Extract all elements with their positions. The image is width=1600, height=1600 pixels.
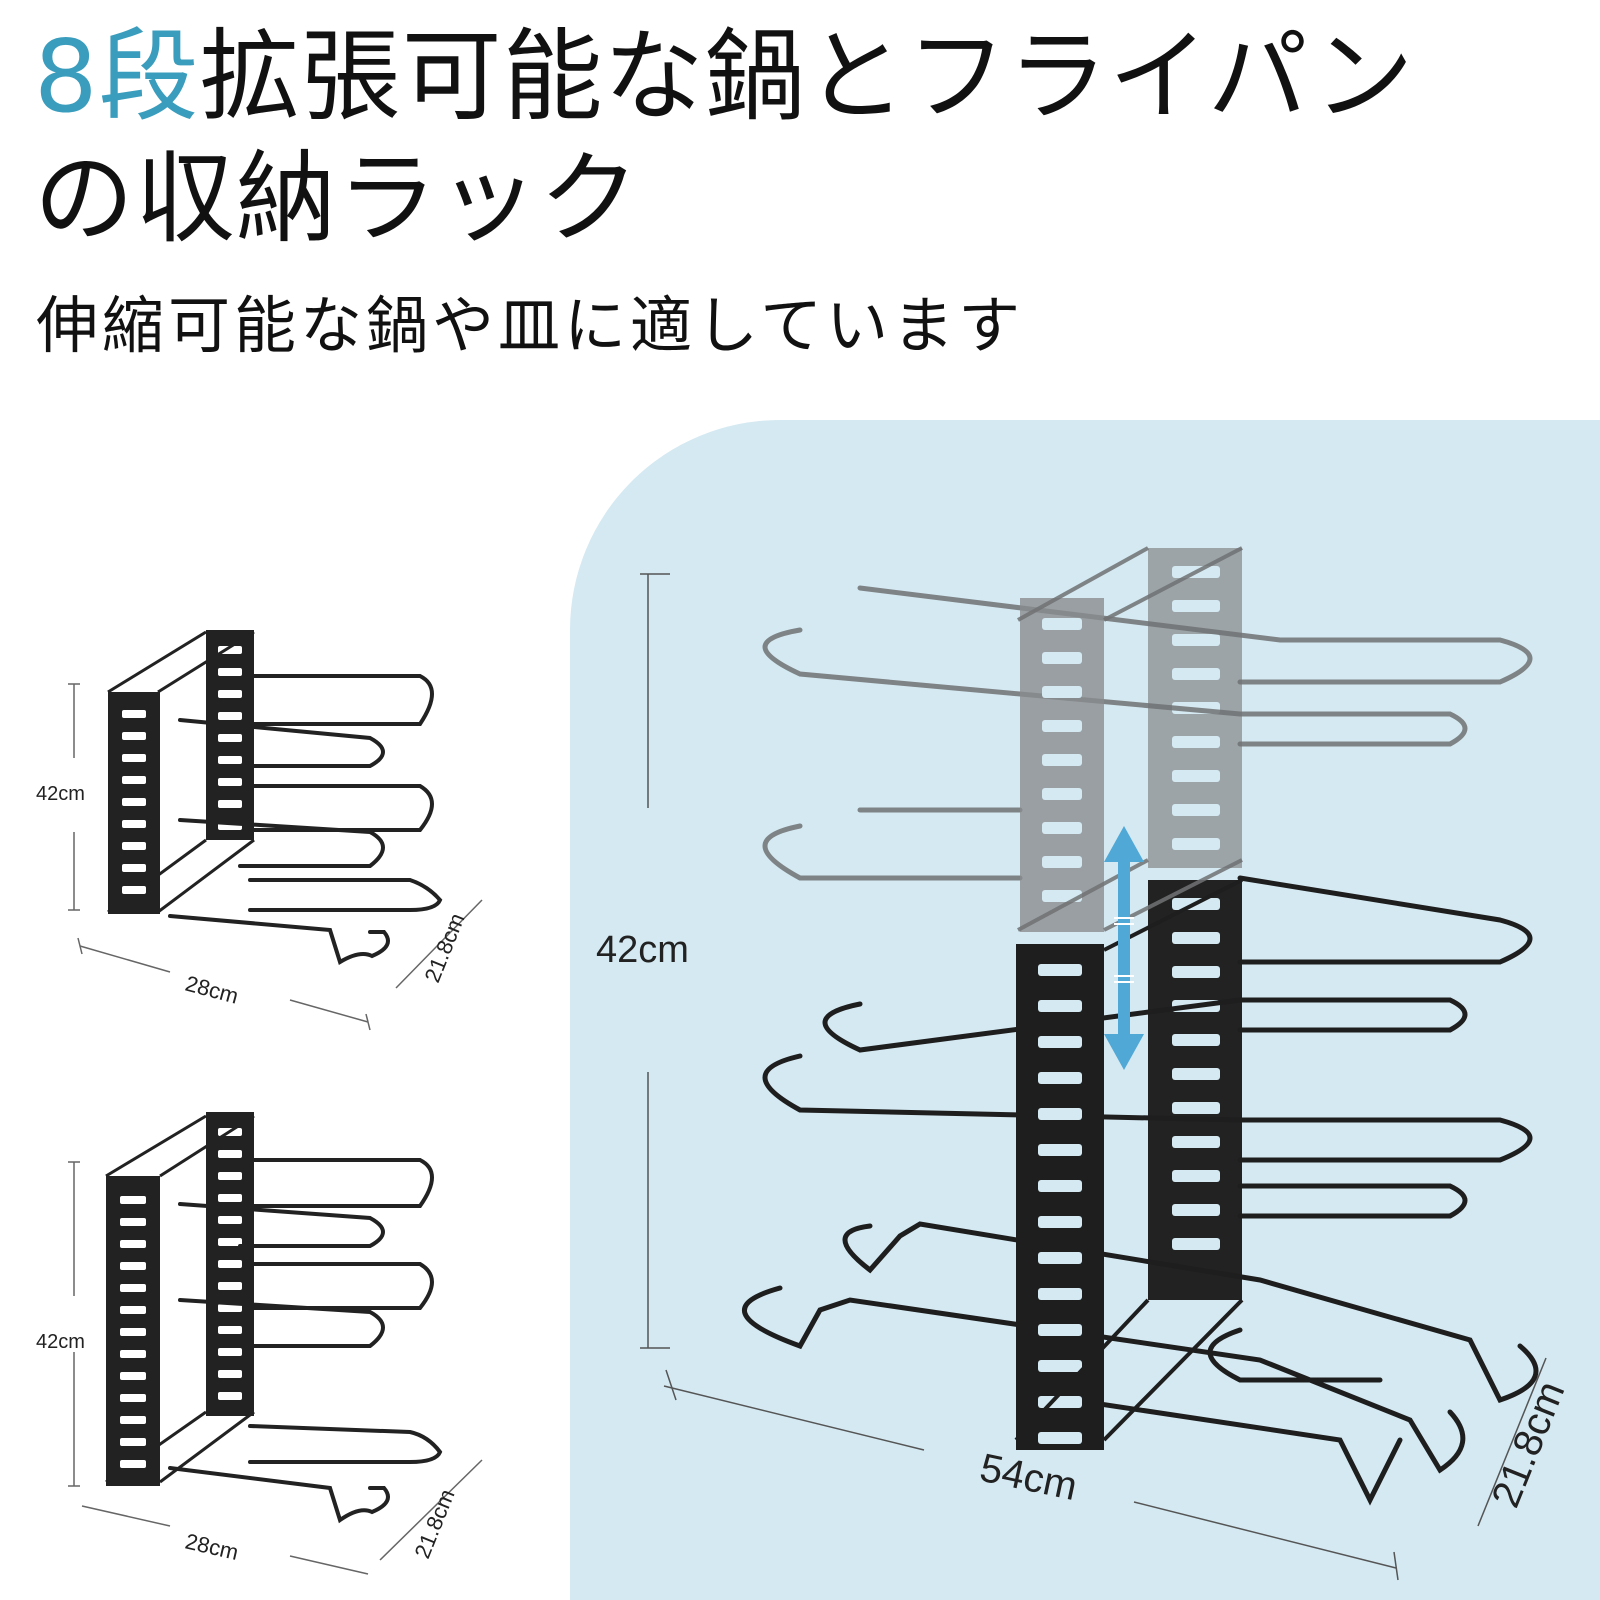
slots: [1038, 964, 1082, 1444]
width-label: 54cm: [976, 1446, 1081, 1509]
headline-line-1: 8段拡張可能な鍋とフライパン: [34, 22, 1415, 132]
dimension-lines: [68, 1161, 483, 1575]
pan-rods: [168, 1158, 443, 1524]
slots: [218, 1128, 242, 1400]
slots: [120, 1196, 146, 1468]
slots: [1042, 618, 1082, 902]
lower-pan-rods: [742, 875, 1539, 1506]
large-rack: 42cm 54cm 21.8cm: [596, 546, 1573, 1581]
small-rack-top: 42cm 28cm 21.8cm: [36, 630, 483, 1031]
headline-rest: 拡張可能な鍋とフライパン: [199, 18, 1415, 135]
rack-front-panel: [1016, 944, 1104, 1450]
height-label: 42cm: [36, 1331, 85, 1353]
headline-accent: 8段: [34, 18, 200, 135]
height-label: 42cm: [36, 783, 85, 805]
upper-pan-rods: [762, 585, 1533, 881]
dimension-lines: [640, 573, 1547, 1581]
depth-label: 21.8cm: [419, 910, 469, 986]
small-rack-bottom: 42cm 28cm 21.8cm: [36, 1112, 483, 1575]
height-label: 42cm: [596, 929, 689, 971]
width-label: 28cm: [183, 971, 241, 1009]
slots: [122, 710, 146, 894]
extend-arrow-icon: [1104, 826, 1144, 1070]
rack-back-panel: [1148, 880, 1242, 1300]
dimension-lines: [68, 683, 483, 1031]
width-label: 28cm: [183, 1529, 241, 1565]
headline-line-2: の収納ラック: [34, 140, 640, 257]
pan-rods: [168, 674, 443, 966]
slots: [218, 646, 242, 830]
subtitle: 伸縮可能な鍋や皿に適しています: [36, 289, 1025, 362]
